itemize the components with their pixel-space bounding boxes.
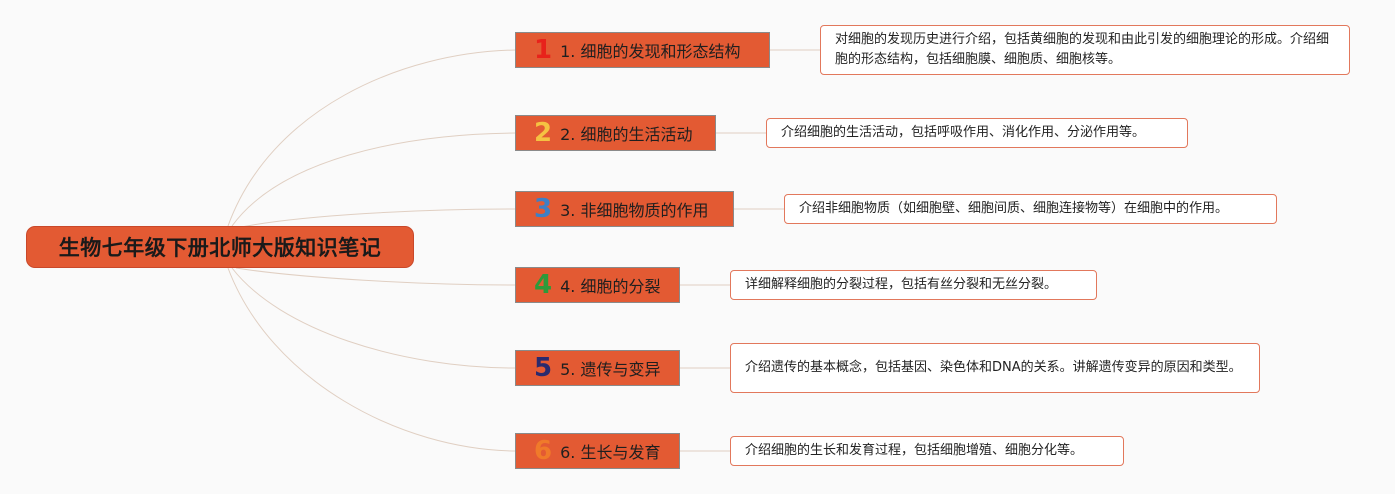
branch-number-2: 2: [534, 118, 553, 148]
branch-number-5: 5: [534, 353, 553, 383]
description-node-1[interactable]: 对细胞的发现历史进行介绍，包括黄细胞的发现和由此引发的细胞理论的形成。介绍细胞的…: [820, 25, 1350, 75]
branch-title-3: 3. 非细胞物质的作用: [560, 201, 709, 220]
root-node-title: 生物七年级下册北师大版知识笔记: [58, 236, 382, 260]
description-node-5[interactable]: 介绍遗传的基本概念，包括基因、染色体和DNA的关系。讲解遗传变异的原因和类型。: [730, 343, 1260, 393]
description-text-2: 介绍细胞的生活活动，包括呼吸作用、消化作用、分泌作用等。: [781, 125, 1146, 140]
root-node[interactable]: 生物七年级下册北师大版知识笔记: [26, 226, 414, 268]
description-node-2[interactable]: 介绍细胞的生活活动，包括呼吸作用、消化作用、分泌作用等。: [766, 118, 1188, 148]
description-text-6: 介绍细胞的生长和发育过程，包括细胞增殖、细胞分化等。: [745, 443, 1084, 458]
branch-node-2[interactable]: 2 2. 细胞的生活活动: [515, 115, 716, 151]
branch-node-4[interactable]: 4 4. 细胞的分裂: [515, 267, 680, 303]
connector-root-branch-4: [235, 267, 517, 286]
description-text-1: 对细胞的发现历史进行介绍，包括黄细胞的发现和由此引发的细胞理论的形成。介绍细胞的…: [835, 32, 1330, 67]
branch-title-1: 1. 细胞的发现和形态结构: [560, 42, 741, 61]
branch-node-1[interactable]: 1 1. 细胞的发现和形态结构: [515, 32, 770, 68]
connector-root-branch-3: [235, 208, 517, 229]
description-text-5: 介绍遗传的基本概念，包括基因、染色体和DNA的关系。讲解遗传变异的原因和类型。: [745, 360, 1242, 375]
connector-root-branch-1: [227, 49, 517, 227]
branch-number-6: 6: [534, 436, 553, 466]
branch-number-1: 1: [534, 35, 553, 65]
branch-title-6: 6. 生长与发育: [560, 443, 661, 462]
description-text-4: 详细解释细胞的分裂过程，包括有丝分裂和无丝分裂。: [745, 277, 1058, 292]
branch-node-5[interactable]: 5 5. 遗传与变异: [515, 350, 680, 386]
description-node-4[interactable]: 详细解释细胞的分裂过程，包括有丝分裂和无丝分裂。: [730, 270, 1097, 300]
branch-number-3: 3: [534, 194, 553, 224]
branch-node-6[interactable]: 6 6. 生长与发育: [515, 433, 680, 469]
connector-root-branch-5: [231, 267, 517, 369]
connector-root-branch-2: [231, 132, 517, 227]
description-node-6[interactable]: 介绍细胞的生长和发育过程，包括细胞增殖、细胞分化等。: [730, 436, 1124, 466]
description-text-3: 介绍非细胞物质（如细胞壁、细胞间质、细胞连接物等）在细胞中的作用。: [799, 201, 1229, 216]
branch-title-2: 2. 细胞的生活活动: [560, 125, 693, 144]
branch-title-5: 5. 遗传与变异: [560, 360, 661, 379]
branch-node-3[interactable]: 3 3. 非细胞物质的作用: [515, 191, 734, 227]
description-node-3[interactable]: 介绍非细胞物质（如细胞壁、细胞间质、细胞连接物等）在细胞中的作用。: [784, 194, 1277, 224]
branch-title-4: 4. 细胞的分裂: [560, 277, 661, 296]
branch-number-4: 4: [534, 270, 553, 300]
connector-root-branch-6: [227, 267, 517, 452]
